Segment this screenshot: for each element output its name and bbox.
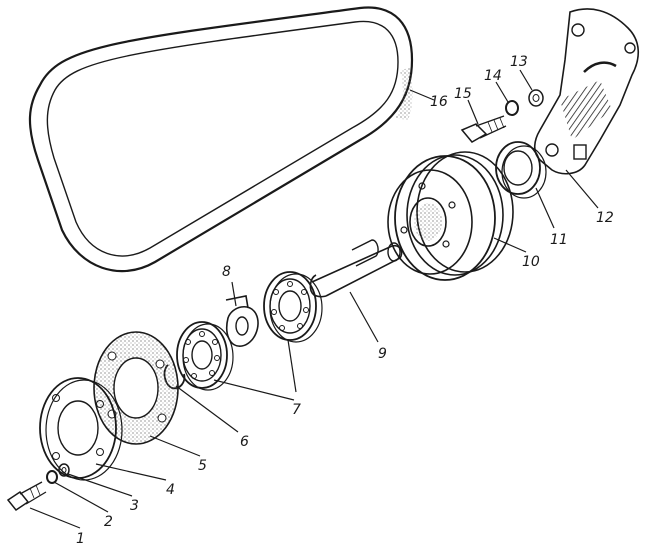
- callout-13: 13: [510, 54, 528, 70]
- callout-12: 12: [596, 210, 614, 226]
- callout-11: 11: [550, 232, 568, 248]
- callout-3: 3: [130, 498, 139, 514]
- spring-washer-14: [505, 100, 519, 116]
- leader-7b: [287, 339, 297, 393]
- callout-14: 14: [484, 68, 502, 84]
- callout-10: 10: [522, 254, 540, 270]
- callout-16: 16: [430, 94, 448, 110]
- callout-2: 2: [104, 514, 113, 530]
- bolt-1: [6, 481, 47, 512]
- spring-washer-2: [46, 470, 58, 484]
- leader-11: [535, 187, 555, 229]
- leader-10: [493, 237, 527, 253]
- leader-15: [467, 99, 479, 125]
- bearing-7-front: [176, 321, 234, 391]
- leader-12: [565, 169, 599, 209]
- leader-1: [29, 507, 81, 529]
- bolt-15: [460, 115, 507, 143]
- callout-8: 8: [222, 264, 231, 280]
- leader-13: [519, 69, 533, 91]
- callout-labels: 1 2 3 4 5 6 7 8 9 10 11 12 13 14 15 16: [76, 54, 614, 547]
- lock-ring-8: [225, 295, 259, 347]
- leader-14: [495, 81, 509, 103]
- callout-4: 4: [166, 482, 175, 498]
- leader-6: [175, 385, 239, 433]
- mounting-bracket: [533, 8, 640, 175]
- leader-9: [349, 291, 379, 343]
- leader-16: [409, 89, 435, 101]
- callout-7: 7: [292, 402, 301, 418]
- leader-5: [149, 435, 201, 457]
- washer-13: [528, 89, 544, 107]
- leader-lines: [29, 69, 599, 529]
- callout-5: 5: [198, 458, 207, 474]
- callout-6: 6: [240, 434, 249, 450]
- callout-9: 9: [378, 346, 387, 362]
- callout-1: 1: [76, 531, 85, 547]
- callout-15: 15: [454, 86, 472, 102]
- washer-3: [58, 463, 70, 477]
- bearing-7-rear: [263, 271, 323, 343]
- pulley-10: [387, 151, 514, 281]
- gasket-5: [93, 331, 179, 445]
- leader-3: [67, 473, 133, 497]
- leader-2: [53, 481, 109, 513]
- leader-4: [95, 463, 167, 481]
- seal-ring-11: [495, 141, 547, 199]
- leader-7a: [213, 379, 295, 401]
- shaft-9: [309, 239, 403, 298]
- leader-8: [231, 281, 237, 307]
- v-belt: [28, 6, 414, 273]
